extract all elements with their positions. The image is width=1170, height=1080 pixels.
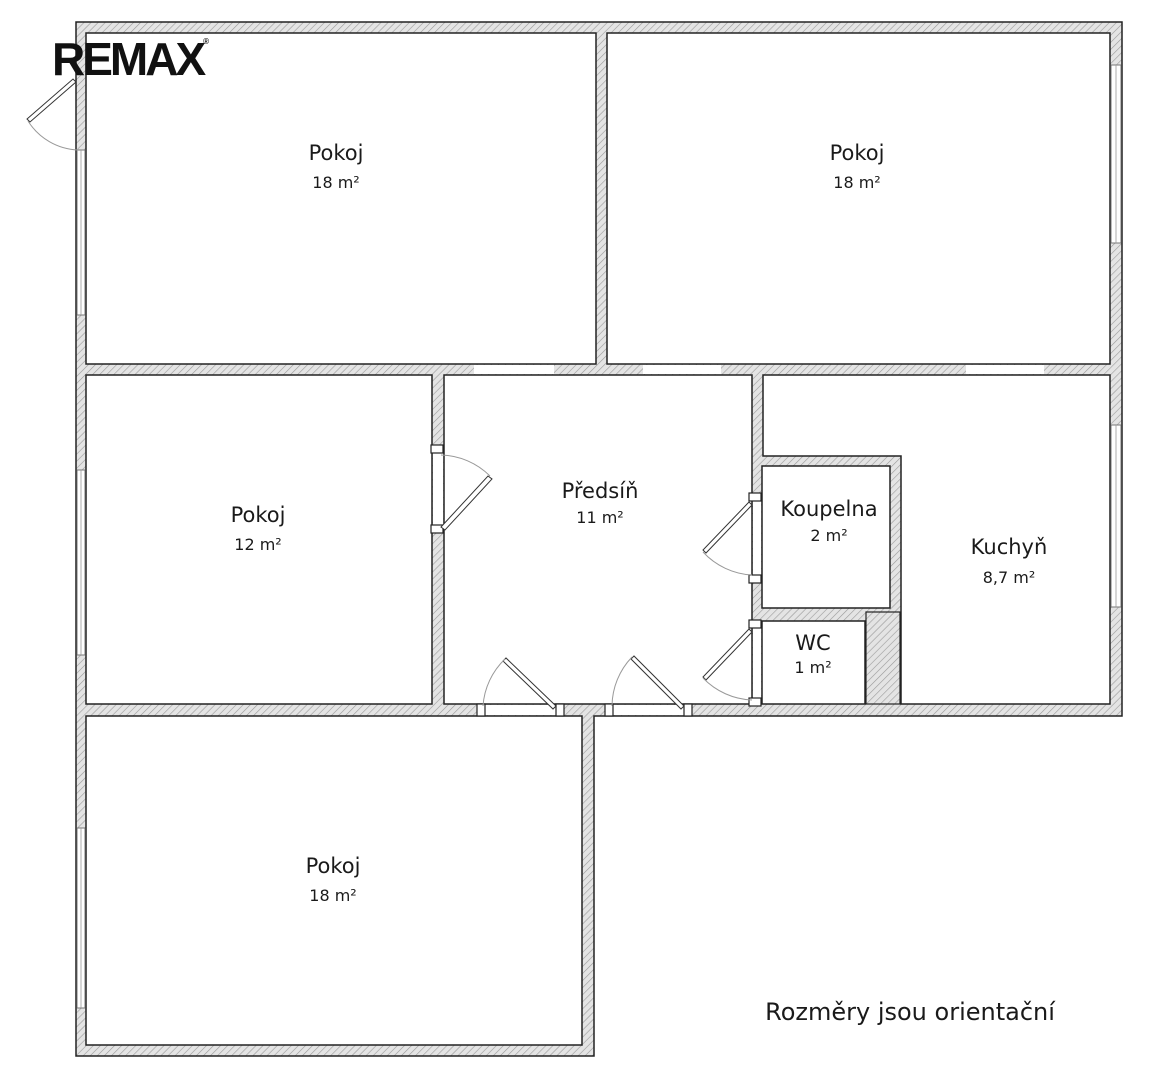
logo-registered-mark: ®	[203, 37, 210, 46]
logo-text: REMAX	[52, 33, 206, 85]
door-openings	[433, 365, 1044, 715]
room-name: Pokoj	[309, 141, 364, 165]
room-label-kuchyn: Kuchyň 8,7 m²	[971, 535, 1048, 587]
room-name: Pokoj	[306, 854, 361, 878]
room-name: Předsíň	[562, 479, 639, 503]
room-label-wc: WC 1 m²	[794, 631, 831, 677]
room-label-predsin: Předsíň 11 m²	[562, 479, 639, 527]
remax-logo: REMAX®	[52, 36, 209, 82]
room-area: 8,7 m²	[983, 568, 1036, 587]
room-name: Kuchyň	[971, 535, 1048, 559]
room-area: 11 m²	[576, 508, 623, 527]
walls	[75, 21, 1123, 1057]
room-label-pokoj-2: Pokoj 18 m²	[830, 141, 885, 192]
room-label-pokoj-4: Pokoj 18 m²	[306, 854, 361, 905]
installation-shaft	[865, 611, 901, 705]
room-label-pokoj-1: Pokoj 18 m²	[309, 141, 364, 192]
door-jambs	[430, 444, 762, 717]
dimensions-note: Rozměry jsou orientační	[765, 998, 1056, 1026]
window-lines	[80, 65, 1117, 1008]
room-label-pokoj-3: Pokoj 12 m²	[231, 503, 286, 554]
room-area: 18 m²	[309, 886, 356, 905]
room-name: Koupelna	[780, 497, 877, 521]
room-name: Pokoj	[231, 503, 286, 527]
room-area: 12 m²	[234, 535, 281, 554]
room-label-koupelna: Koupelna 2 m²	[780, 497, 877, 545]
room-area: 2 m²	[810, 526, 847, 545]
door-swings	[26, 78, 753, 710]
room-name: WC	[795, 631, 830, 655]
room-area: 18 m²	[312, 173, 359, 192]
room-area: 18 m²	[833, 173, 880, 192]
room-name: Pokoj	[830, 141, 885, 165]
room-area: 1 m²	[794, 658, 831, 677]
